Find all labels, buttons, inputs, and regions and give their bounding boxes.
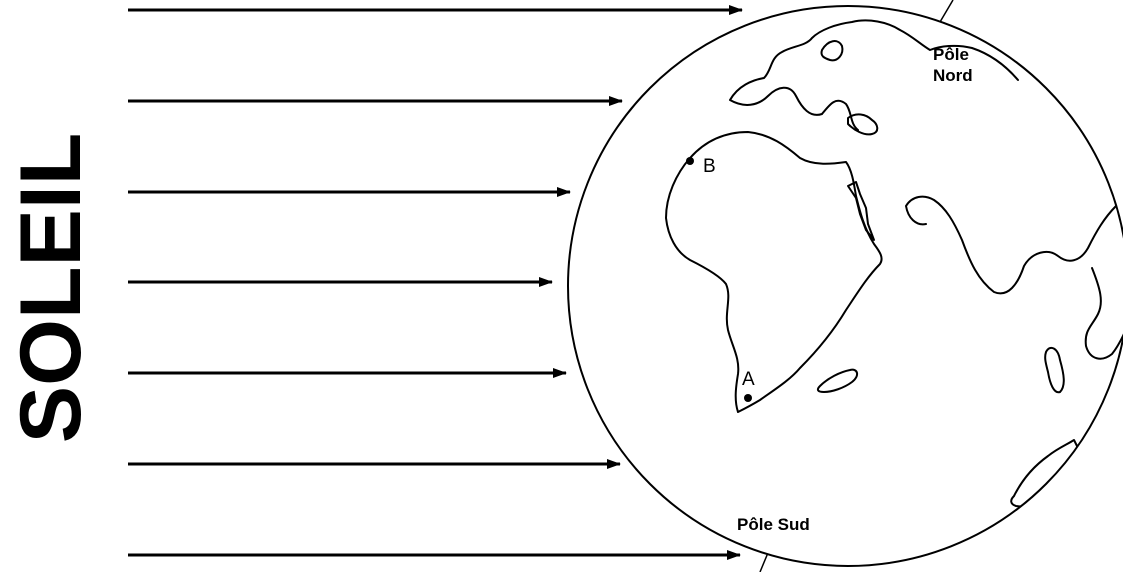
south-pole-label: Pôle Sud [737,515,810,534]
point-b-label: B [703,156,716,177]
earth-axis-north [940,0,953,22]
north-pole-label-line1: Pôle [933,45,969,64]
north-pole-label-line2: Nord [933,66,973,85]
point-b-marker [686,157,694,165]
point-a-label: A [742,369,755,390]
point-a-marker [744,394,752,402]
earth-globe [568,6,1123,566]
sun-label: SOLEIL [3,133,99,444]
